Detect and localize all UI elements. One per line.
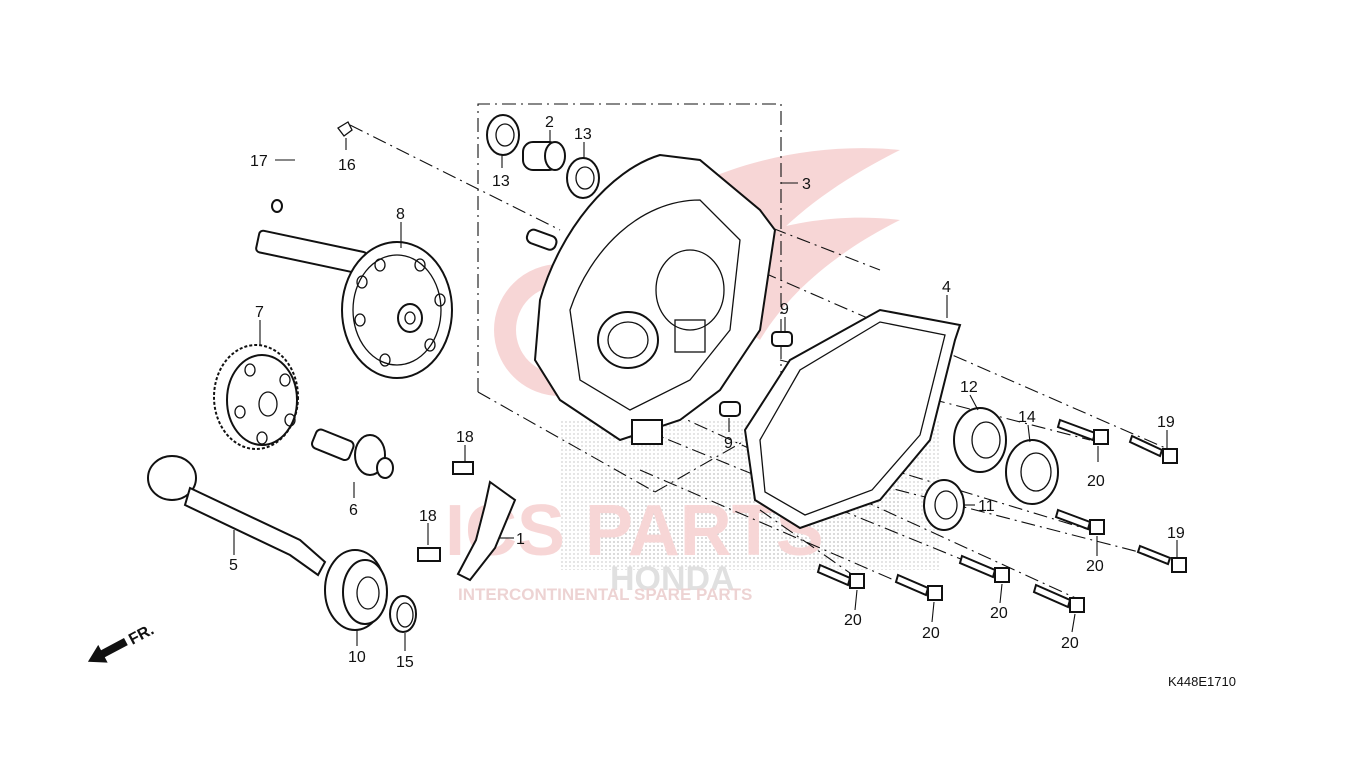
callout-9-top: 9 <box>780 301 789 318</box>
callout-20-b: 20 <box>1086 558 1104 575</box>
direction-label: FR. <box>126 621 157 648</box>
watermark-tagline: INTERCONTINENTAL SPARE PARTS <box>458 585 752 604</box>
callout-17: 17 <box>250 153 268 170</box>
callout-4: 4 <box>942 279 951 296</box>
callout-20-c: 20 <box>844 612 862 629</box>
bearing-13-top <box>486 114 520 156</box>
callout-10: 10 <box>348 649 366 666</box>
gasket-4 <box>743 308 962 530</box>
callout-20-d: 20 <box>922 625 940 642</box>
callout-20-e: 20 <box>990 605 1008 622</box>
front-direction-arrow: FR. <box>87 621 157 663</box>
callout-6: 6 <box>349 502 358 519</box>
case-3 <box>525 153 777 445</box>
dowel-9-top <box>771 331 793 347</box>
callout-18-top: 18 <box>456 429 474 446</box>
callout-13-right: 13 <box>574 126 592 143</box>
callout-5: 5 <box>229 557 238 574</box>
callout-7: 7 <box>255 304 264 321</box>
callouts: 17 16 8 7 6 5 10 15 1 18 18 13 2 13 3 4 … <box>229 114 1185 671</box>
circlip-15 <box>389 595 417 633</box>
bearing-10 <box>324 549 388 631</box>
countershaft-gear <box>255 229 453 379</box>
callout-11: 11 <box>978 498 995 515</box>
callout-9-bottom: 9 <box>724 435 733 452</box>
diagram-code: K448E1710 <box>1168 674 1236 689</box>
callout-16: 16 <box>338 157 356 174</box>
shaft-5 <box>147 455 327 577</box>
bearing-11 <box>923 479 965 531</box>
dowel-9-bottom <box>719 401 741 417</box>
callout-1: 1 <box>516 531 525 548</box>
callout-20-f: 20 <box>1061 635 1079 652</box>
callout-18-bottom: 18 <box>419 508 437 525</box>
hose-part <box>271 121 353 213</box>
bearing-12 <box>953 407 1007 473</box>
callout-3: 3 <box>802 176 811 193</box>
callout-13-left: 13 <box>492 173 510 190</box>
callout-15: 15 <box>396 654 414 671</box>
watermark-sub: HONDA <box>610 560 735 598</box>
oil-seal-14 <box>1005 439 1059 505</box>
callout-20-a: 20 <box>1087 473 1105 490</box>
pinion-6 <box>311 428 394 479</box>
callout-8: 8 <box>396 206 405 223</box>
callout-14: 14 <box>1018 409 1036 426</box>
callout-leaders <box>233 130 1178 651</box>
callout-19-top: 19 <box>1157 414 1175 431</box>
bracket-1 <box>417 461 517 582</box>
bearing-13-right <box>566 157 600 199</box>
gear-7 <box>213 344 299 450</box>
assembly-box <box>477 103 782 493</box>
callout-12: 12 <box>960 379 978 396</box>
bolts <box>816 418 1187 613</box>
callout-2: 2 <box>545 114 554 131</box>
collar-2 <box>522 141 566 171</box>
callout-19-bottom: 19 <box>1167 525 1185 542</box>
